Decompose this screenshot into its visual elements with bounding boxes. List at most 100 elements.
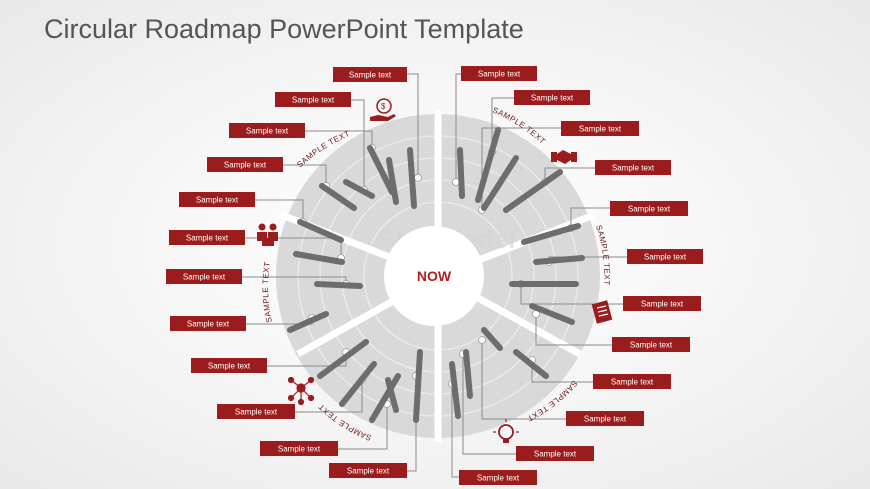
connector-line: [255, 199, 304, 222]
progress-bar: [503, 169, 563, 213]
label-text: Sample text: [208, 362, 251, 371]
connector-line: [570, 207, 610, 228]
label-box: [166, 269, 242, 284]
label-box: [612, 337, 690, 352]
svg-text:$: $: [381, 102, 386, 111]
label-text: Sample text: [644, 253, 687, 262]
label-box: [179, 192, 255, 207]
label-box: [566, 411, 644, 426]
sample-text-label: Sample text: [627, 249, 703, 264]
lightbulb-icon: [493, 419, 519, 443]
sample-text-label: Sample text: [260, 441, 338, 456]
label-box: [514, 90, 590, 105]
label-box: [275, 92, 351, 107]
label-box: [623, 296, 701, 311]
progress-bar: [481, 155, 519, 211]
sample-text-label: Sample text: [516, 446, 594, 461]
connector-line: [520, 284, 623, 305]
progress-bar: [339, 361, 377, 407]
network-icon: [287, 376, 315, 406]
label-text: Sample text: [612, 164, 655, 173]
connector-line: [491, 97, 514, 152]
sample-text-label: Sample text: [179, 192, 255, 207]
sample-text-label: Sample text: [229, 123, 305, 138]
milestone-dot: [478, 336, 486, 344]
sample-text-label: Sample text: [459, 470, 537, 485]
sample-text-label: Sample text: [566, 411, 644, 426]
connector-line: [295, 380, 363, 413]
label-text: Sample text: [224, 161, 267, 170]
document-icon: [591, 300, 613, 324]
label-box: [217, 404, 295, 419]
progress-bar: [314, 281, 363, 289]
progress-bar: [475, 127, 501, 203]
sample-text-label: Sample text: [191, 358, 267, 373]
label-text: Sample text: [478, 70, 521, 79]
sample-text-label: Sample text: [207, 157, 283, 172]
label-box: [610, 201, 688, 216]
sample-text-label: Sample text: [166, 269, 242, 284]
connector-line: [481, 340, 566, 420]
connector-line: [351, 99, 365, 190]
label-text: Sample text: [196, 196, 239, 205]
progress-bar: [413, 349, 423, 423]
sample-text-label: Sample text: [612, 337, 690, 352]
label-box: [169, 230, 245, 245]
label-text: Sample text: [347, 467, 390, 476]
label-box: [593, 374, 671, 389]
label-box: [561, 121, 639, 136]
sample-text-label: Sample text: [593, 374, 671, 389]
sample-text-label: Sample text: [275, 92, 351, 107]
progress-bar: [529, 303, 575, 325]
progress-bar: [367, 145, 395, 195]
label-box: [191, 358, 267, 373]
label-text: Sample text: [628, 205, 671, 214]
sample-text-label: Sample text: [461, 66, 537, 81]
label-text: Sample text: [534, 450, 577, 459]
label-text: Sample text: [584, 415, 627, 424]
label-text: Sample text: [579, 125, 622, 134]
connector-line: [338, 404, 388, 450]
label-box: [461, 66, 537, 81]
sample-text-label: Sample text: [333, 67, 407, 82]
progress-bar: [293, 251, 345, 265]
label-text: Sample text: [246, 127, 289, 136]
label-text: Sample text: [641, 300, 684, 309]
connector-line: [283, 164, 327, 186]
connector-line: [305, 130, 373, 148]
progress-bar: [513, 349, 549, 379]
connector-line: [407, 73, 419, 178]
progress-bar: [407, 147, 417, 209]
team-icon: [257, 223, 278, 246]
sample-text-label: Sample text: [595, 160, 671, 175]
sample-text-label: Sample text: [623, 296, 701, 311]
label-text: Sample text: [349, 71, 392, 80]
progress-bar: [533, 255, 585, 265]
progress-bar: [343, 179, 375, 199]
label-text: Sample text: [630, 341, 673, 350]
label-text: Sample text: [186, 234, 229, 243]
label-box: [229, 123, 305, 138]
label-text: Sample text: [292, 96, 335, 105]
progress-bar: [481, 327, 503, 351]
label-box: [260, 441, 338, 456]
connector-line: [451, 384, 459, 478]
connector-line: [455, 73, 461, 182]
progress-bar: [287, 311, 329, 333]
label-box: [516, 446, 594, 461]
progress-bar: [369, 373, 401, 423]
center-circle: [384, 226, 484, 326]
sample-text-label: Sample text: [217, 404, 295, 419]
connector-line: [544, 167, 595, 182]
label-box: [333, 67, 407, 82]
progress-bar: [521, 223, 581, 245]
connector-line: [535, 314, 612, 346]
sample-text-label: Sample text: [170, 316, 246, 331]
money-hand-icon: $: [370, 98, 396, 121]
progress-bar: [297, 219, 344, 243]
label-text: Sample text: [531, 94, 574, 103]
progress-bar: [386, 157, 399, 205]
sample-text-label: Sample text: [561, 121, 639, 136]
